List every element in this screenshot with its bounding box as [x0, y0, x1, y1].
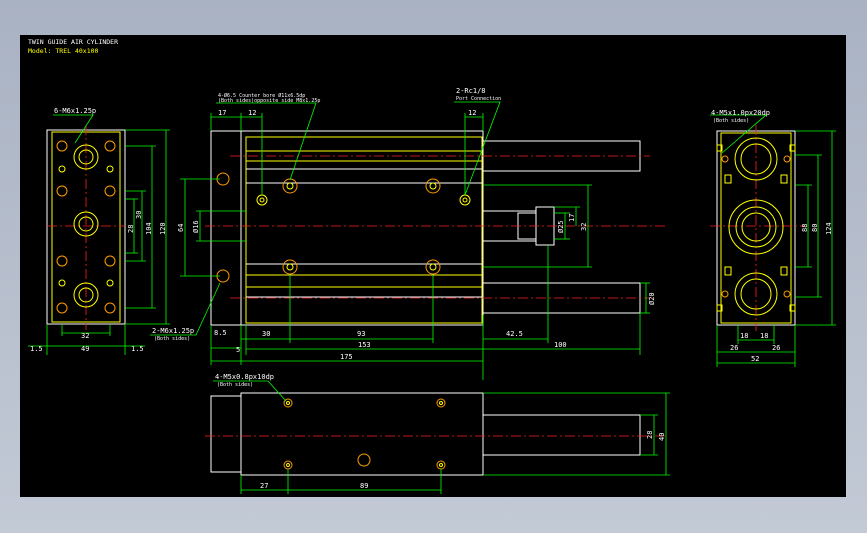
bottom-dim-28: 28: [646, 431, 654, 439]
side-dim-100: 100: [554, 341, 567, 349]
side-callout-bottom-sub: (Both sides): [154, 336, 190, 342]
front-dim-28: 28: [127, 225, 135, 233]
side-dim-16: Ø16: [192, 220, 200, 233]
front-dim-49: 49: [81, 345, 89, 353]
bottom-callout-sub: (Both sides): [217, 382, 253, 388]
drawing-canvas: TWIN GUIDE AIR CYLINDER Model: TREL 40x1…: [20, 35, 846, 497]
side-callout-top: 4-Ø6.5 Counter bore Ø11x6.5dp: [218, 92, 305, 99]
front-holes-callout: 6-M6x1.25p: [54, 107, 96, 115]
bottom-dim-27: 27: [260, 482, 268, 490]
front-dim-32: 32: [81, 332, 89, 340]
side-dim-20: Ø20: [648, 292, 656, 305]
side-dim-42-5: 42.5: [506, 330, 523, 338]
side-dim-93: 93: [357, 330, 365, 338]
side-dim-64: 64: [177, 224, 185, 232]
side-dim-8-5: 8.5: [214, 329, 227, 337]
port-callout: 2-Rc1/8: [456, 87, 486, 95]
side-dim-25: Ø25: [557, 220, 565, 233]
bottom-view: 4-M5x0.8px10dp (Both sides) 27 89 28 40: [205, 373, 670, 494]
side-dim-12b: 12: [468, 109, 476, 117]
front-dim-1-5-left: 1.5: [30, 345, 43, 353]
front-dim-30: 30: [135, 211, 143, 219]
drawing-title: TWIN GUIDE AIR CYLINDER: [28, 38, 118, 46]
side-view: 4-Ø6.5 Counter bore Ø11x6.5dp (Both side…: [150, 87, 665, 380]
end-dim-18a: 18: [740, 332, 748, 340]
port-callout-sub: Port Connection: [456, 96, 501, 102]
model-label: Model: TREL 40x100: [28, 47, 99, 55]
end-callout: 4-M5x1.0px20dp: [711, 109, 770, 117]
cad-drawing: TWIN GUIDE AIR CYLINDER Model: TREL 40x1…: [28, 38, 836, 494]
bottom-callout: 4-M5x0.8px10dp: [215, 373, 274, 381]
bottom-dim-89: 89: [360, 482, 368, 490]
side-dim-175: 175: [340, 353, 353, 361]
side-dim-12: 12: [248, 109, 256, 117]
end-dim-80: 80: [811, 224, 819, 232]
end-dim-26a: 26: [730, 344, 738, 352]
front-dim-1-5-right: 1.5: [131, 345, 144, 353]
side-dim-5: 5: [236, 346, 240, 354]
front-view: 6-M6x1.25p 32 49 1.5 1.5 120 104 30 28: [28, 107, 170, 355]
end-dim-124: 124: [825, 222, 833, 235]
end-dim-52: 52: [751, 355, 759, 363]
bottom-dim-40: 40: [658, 433, 666, 441]
side-dim-153: 153: [358, 341, 371, 349]
side-callout-bottom: 2-M6x1.25p: [152, 327, 194, 335]
end-dim-88: 88: [801, 224, 809, 232]
front-dim-120: 120: [159, 222, 167, 235]
end-view: 4-M5x1.0px20dp (Both sides) 18 18 26 26 …: [710, 109, 836, 367]
end-dim-18b: 18: [760, 332, 768, 340]
front-dim-104: 104: [145, 222, 153, 235]
side-callout-top-sub: (Both sides)opposite side M8x1.25p: [218, 98, 320, 104]
end-callout-sub: (Both sides): [713, 118, 749, 124]
side-dim-17b: 17: [568, 214, 576, 222]
side-dim-17: 17: [218, 109, 226, 117]
end-dim-26b: 26: [772, 344, 780, 352]
side-dim-30: 30: [262, 330, 270, 338]
side-dim-32: 32: [580, 223, 588, 231]
